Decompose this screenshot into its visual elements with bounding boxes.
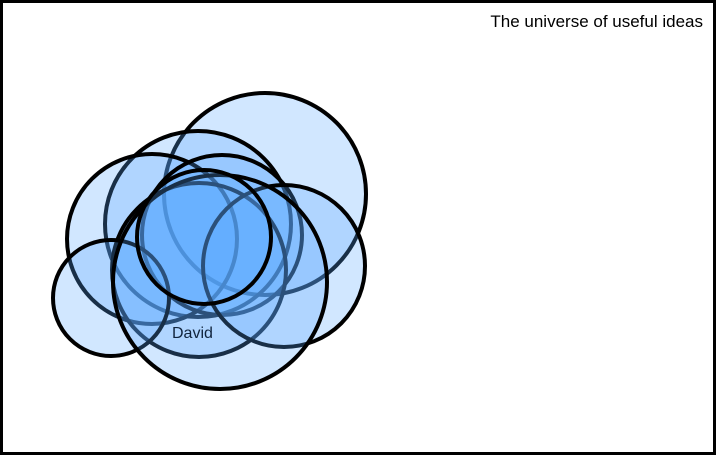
idea-circle [51,238,171,358]
idea-circle [162,91,368,297]
diagram-title: The universe of useful ideas [490,12,703,31]
circle-label-david: David [172,325,213,342]
idea-circle [65,152,239,326]
idea-circles [51,91,368,391]
idea-circle [111,173,329,391]
idea-circle [135,168,273,306]
